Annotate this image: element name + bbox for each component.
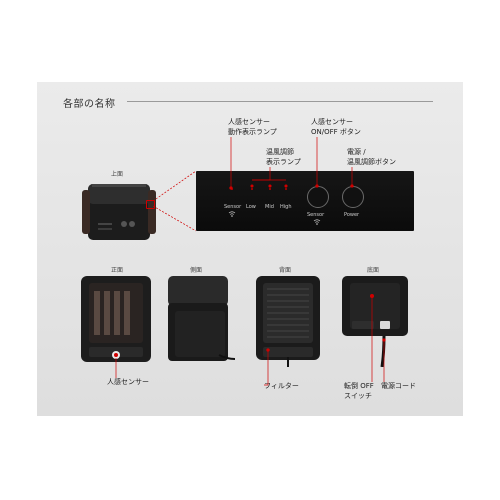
panel-label-high: High — [280, 204, 292, 210]
callout-sensor-button-line2: ON/OFF ボタン — [311, 128, 361, 136]
panel-label-sensor: Sensor — [224, 204, 242, 210]
panel-label-sensor-button: Sensor — [307, 212, 325, 218]
view-label-side: 側面 — [190, 267, 203, 274]
view-label-top: 上面 — [111, 171, 124, 178]
temp-led-mid — [269, 188, 271, 190]
view-label-back: 背面 — [279, 267, 292, 274]
callout-human-sensor: 人感センサー — [107, 378, 149, 386]
callout-tip-switch-line1: 転倒 OFF — [344, 382, 374, 390]
callout-power-cord: 電源コード — [381, 382, 416, 390]
view-label-front: 正面 — [111, 267, 124, 274]
callout-sensor-led-line1: 人感センサー — [228, 118, 270, 126]
callout-tip-switch-line2: スイッチ — [344, 392, 372, 400]
panel-label-low: Low — [246, 204, 256, 210]
tip-switch-marker — [370, 294, 374, 298]
title-divider — [127, 101, 433, 102]
panel-label-power-button: Power — [344, 212, 360, 218]
panel-label-mid: Mid — [265, 204, 274, 210]
device-side-view — [168, 276, 235, 361]
callout-sensor-button-line1: 人感センサー — [311, 118, 353, 126]
device-bottom-view — [342, 276, 408, 367]
callout-power-button-line1: 電源 / — [347, 148, 366, 156]
callout-temp-led-line1: 温風調節 — [266, 148, 294, 156]
control-panel-closeup: Sensor Low Mid High Sensor Power — [196, 171, 414, 231]
device-front-view — [81, 276, 151, 362]
device-back-view — [256, 276, 320, 367]
callout-sensor-led-line2: 動作表示ランプ — [228, 128, 277, 136]
top-panel-marker — [146, 200, 155, 209]
human-sensor-marker — [114, 353, 118, 357]
temp-led-high — [285, 188, 287, 190]
view-label-bottom: 底面 — [367, 267, 380, 274]
wifi-sensor-icon — [228, 211, 236, 217]
temp-led-low — [251, 188, 253, 190]
section-title: 各部の名称 — [63, 99, 116, 110]
callout-power-button-line2: 温風調節ボタン — [347, 158, 396, 166]
callout-filter: フィルター — [264, 382, 299, 390]
callout-temp-led-line2: 表示ランプ — [266, 158, 301, 166]
device-top-view — [82, 184, 156, 240]
wifi-button-icon — [313, 219, 321, 225]
